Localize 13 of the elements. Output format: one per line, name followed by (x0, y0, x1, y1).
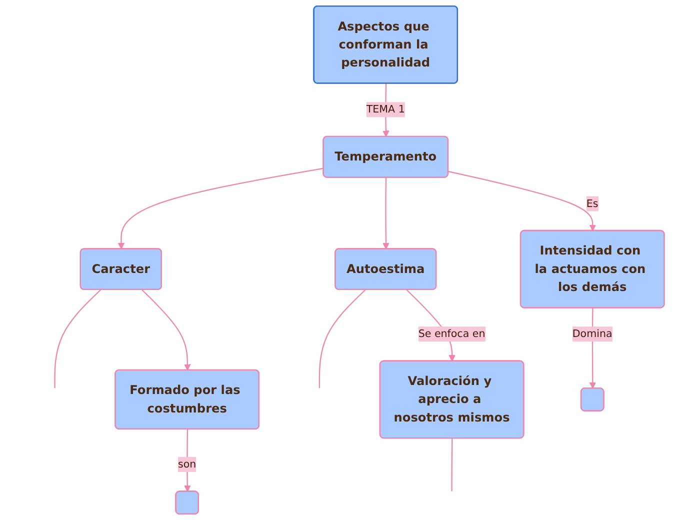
edge-label: TEMA 1 (366, 104, 405, 116)
connector (451, 438, 453, 492)
arrow (448, 170, 596, 232)
arrow (118, 168, 324, 250)
edge-label: Es (586, 198, 598, 210)
arrow (382, 178, 390, 250)
connector (54, 289, 101, 388)
edge-label: son (178, 458, 196, 471)
arrow (142, 289, 191, 371)
connector (318, 289, 366, 388)
arrow (184, 429, 191, 492)
edge-label: Se enfoca en (418, 328, 486, 340)
edge-label: Domina (572, 328, 612, 340)
